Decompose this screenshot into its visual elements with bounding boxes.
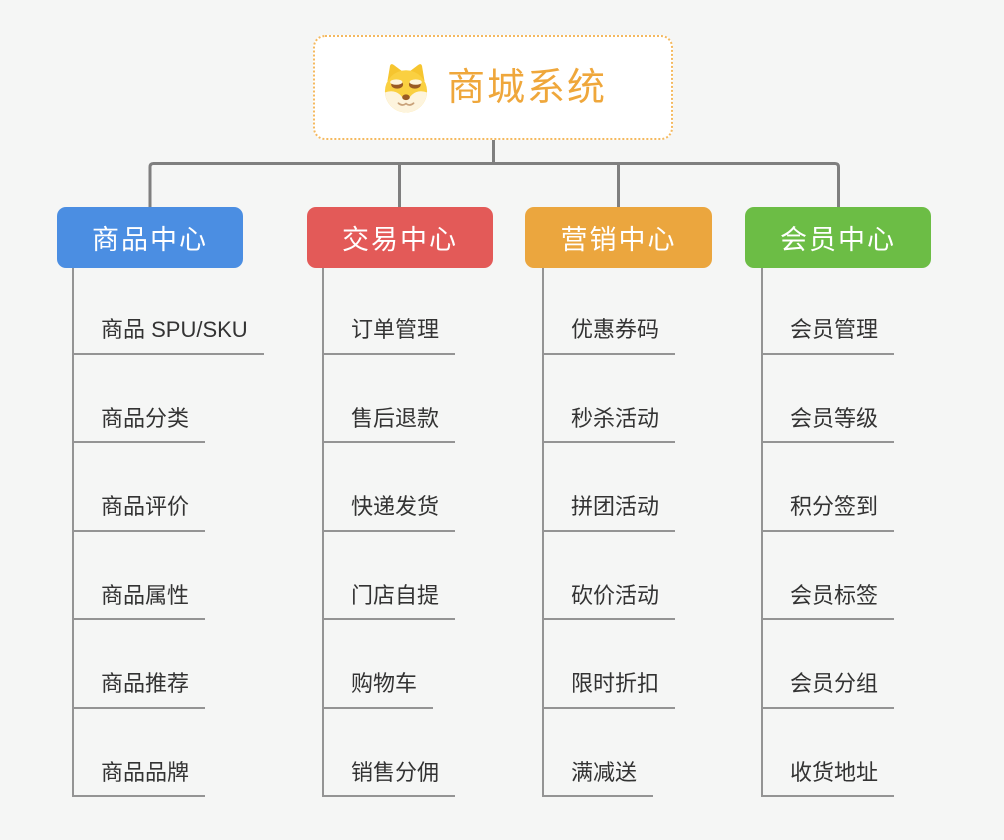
leaf-node[interactable]: 会员分组 (763, 620, 895, 709)
leaf-node[interactable]: 快递发货 (324, 443, 456, 532)
branch-node-marketing-center[interactable]: 营销中心 (525, 207, 712, 268)
leaf-node-label: 售后退款 (324, 406, 456, 443)
leaf-node-label: 订单管理 (324, 317, 456, 355)
leaf-node[interactable]: 会员管理 (763, 266, 895, 355)
leaf-node-label: 优惠券码 (544, 317, 676, 355)
leaf-node-label: 砍价活动 (544, 583, 676, 620)
leaf-node-label: 会员分组 (763, 671, 895, 709)
leaf-node-label: 商品品牌 (74, 760, 206, 797)
leaf-node[interactable]: 优惠券码 (544, 266, 676, 355)
leaf-node[interactable]: 砍价活动 (544, 532, 676, 620)
branch-label: 会员中心 (780, 225, 896, 255)
leaf-node[interactable]: 限时折扣 (544, 620, 676, 709)
leaf-node[interactable]: 购物车 (324, 620, 455, 709)
branch-label: 营销中心 (560, 225, 677, 255)
leaf-node[interactable]: 商品品牌 (74, 709, 264, 797)
leaf-node-label: 满减送 (544, 760, 654, 797)
leaf-node-label: 商品分类 (74, 406, 206, 443)
leaf-node-label: 商品评价 (74, 494, 206, 532)
branch-label: 交易中心 (342, 225, 458, 255)
branch-node-member-center[interactable]: 会员中心 (745, 207, 931, 268)
leaf-node-label: 会员等级 (763, 406, 895, 443)
root-node-label: 商城系统 (446, 66, 607, 109)
leaf-node-label: 会员管理 (763, 317, 895, 355)
leaf-node-label: 商品属性 (74, 583, 206, 620)
leaf-column-product-center: 商品 SPU/SKU 商品分类 商品评价 商品属性 商品推荐 商品品牌 (72, 266, 264, 797)
shiba-dog-icon (379, 61, 433, 115)
leaf-column-trade-center: 订单管理 售后退款 快递发货 门店自提 购物车 销售分佣 (322, 266, 456, 797)
leaf-node[interactable]: 会员标签 (763, 532, 895, 620)
leaf-node-label: 购物车 (324, 671, 434, 709)
root-node[interactable]: 商城系统 (313, 35, 673, 140)
leaf-node-label: 商品推荐 (74, 671, 206, 709)
leaf-node-label: 拼团活动 (544, 494, 676, 532)
leaf-node-label: 门店自提 (324, 583, 456, 620)
leaf-column-member-center: 会员管理 会员等级 积分签到 会员标签 会员分组 收货地址 (761, 266, 895, 797)
leaf-node-label: 限时折扣 (544, 671, 676, 709)
leaf-node[interactable]: 商品推荐 (74, 620, 264, 709)
leaf-node[interactable]: 商品评价 (74, 443, 264, 532)
leaf-node-label: 收货地址 (763, 760, 895, 797)
branch-node-trade-center[interactable]: 交易中心 (307, 207, 493, 268)
leaf-node[interactable]: 售后退款 (324, 355, 456, 443)
leaf-node[interactable]: 满减送 (544, 709, 675, 797)
leaf-column-marketing-center: 优惠券码 秒杀活动 拼团活动 砍价活动 限时折扣 满减送 (542, 266, 676, 797)
leaf-node[interactable]: 秒杀活动 (544, 355, 676, 443)
leaf-node[interactable]: 收货地址 (763, 709, 895, 797)
leaf-node-label: 商品 SPU/SKU (74, 317, 264, 355)
leaf-node[interactable]: 商品属性 (74, 532, 264, 620)
leaf-node[interactable]: 拼团活动 (544, 443, 676, 532)
branch-label: 商品中心 (92, 225, 208, 255)
leaf-node-label: 会员标签 (763, 583, 895, 620)
leaf-node[interactable]: 销售分佣 (324, 709, 456, 797)
leaf-node-label: 积分签到 (763, 494, 895, 532)
branch-node-product-center[interactable]: 商品中心 (57, 207, 243, 268)
leaf-node[interactable]: 积分签到 (763, 443, 895, 532)
leaf-node[interactable]: 商品 SPU/SKU (74, 266, 264, 355)
leaf-node[interactable]: 门店自提 (324, 532, 456, 620)
leaf-node-label: 秒杀活动 (544, 406, 676, 443)
leaf-node-label: 快递发货 (324, 494, 456, 532)
leaf-node[interactable]: 会员等级 (763, 355, 895, 443)
leaf-node[interactable]: 订单管理 (324, 266, 456, 355)
leaf-node[interactable]: 商品分类 (74, 355, 264, 443)
leaf-node-label: 销售分佣 (324, 760, 456, 797)
